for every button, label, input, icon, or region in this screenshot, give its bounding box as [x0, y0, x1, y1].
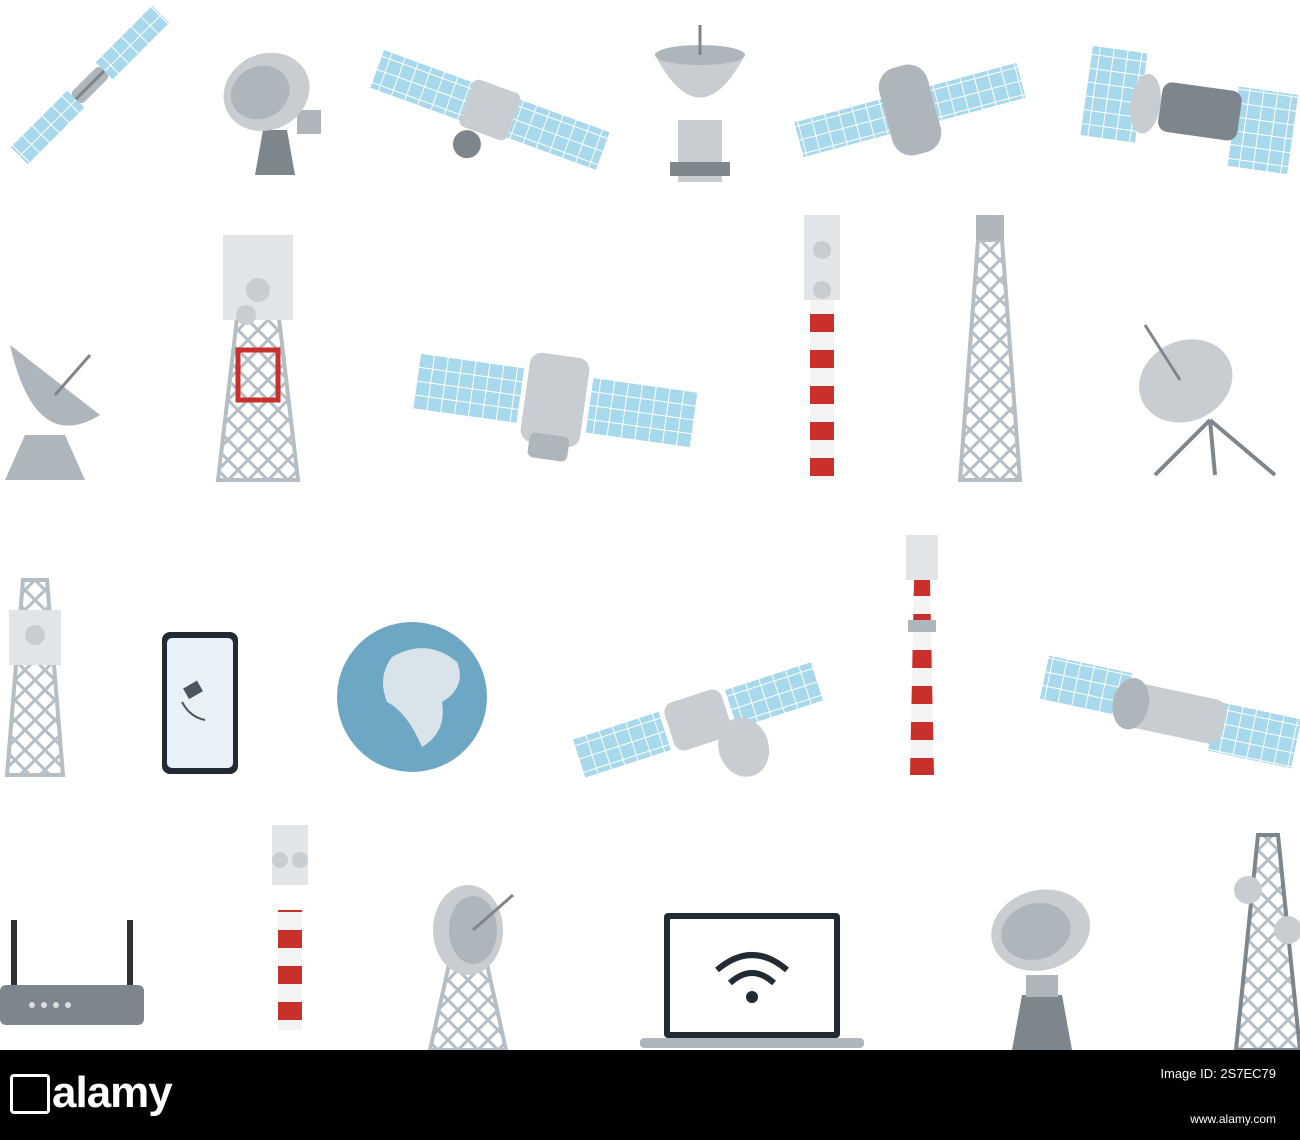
antenna-mast-icon: [804, 215, 840, 480]
globe-icon: [337, 622, 487, 772]
lattice-tower-icon: [1233, 833, 1300, 1050]
image-id: 2S7EC79: [1220, 1066, 1276, 1081]
site-url: www.alamy.com: [1190, 1112, 1276, 1126]
icon-set-canvas: [0, 5, 1300, 1050]
satellite-dish-tripod-icon: [1139, 324, 1277, 477]
brand-logo-mark: [10, 1074, 50, 1114]
radar-dish-icon: [991, 889, 1091, 1050]
satellite-icon: [794, 62, 1026, 158]
laptop-wifi-icon: [640, 913, 864, 1048]
antenna-mast-icon: [906, 535, 938, 775]
satellite-icon: [412, 352, 698, 462]
watermark-footer: [0, 1050, 1300, 1140]
lattice-tower-icon: [957, 215, 1023, 482]
satellite-dish-icon: [5, 345, 100, 480]
satellite-icon: [572, 662, 824, 778]
cell-tower-icon: [215, 235, 301, 482]
satellite-dish-icon: [655, 25, 745, 182]
antenna-mast-icon: [272, 825, 308, 1030]
satellite-icon: [10, 5, 170, 165]
satellite-icon: [1080, 45, 1299, 175]
smartphone-satellite-icon: [162, 632, 238, 774]
satellite-icon: [1039, 655, 1300, 769]
cell-tower-icon: [4, 578, 66, 777]
radar-dish-icon: [223, 52, 321, 175]
router-icon: [0, 920, 144, 1025]
brand-logo: alamy: [52, 1068, 173, 1117]
image-id-label: Image ID: 2S7EC79: [1160, 1066, 1276, 1081]
radar-dish-tower-icon: [427, 885, 514, 1050]
satellite-icon: [370, 50, 610, 170]
